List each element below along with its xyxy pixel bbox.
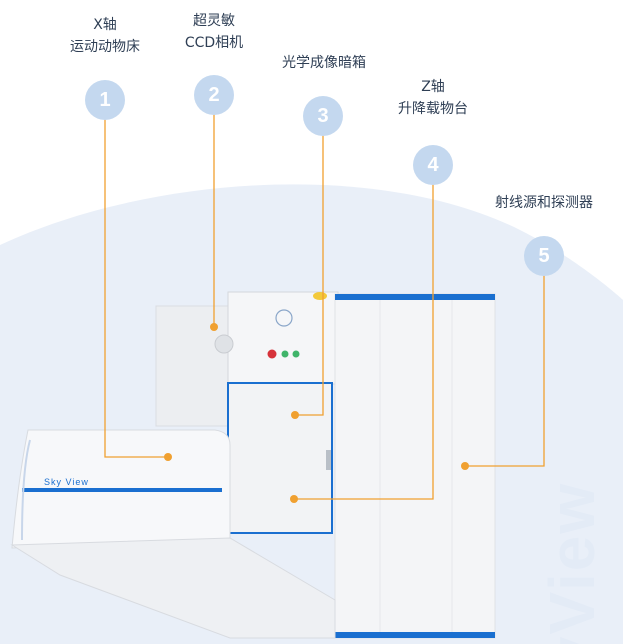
callout-1-line1: X轴 [93, 17, 117, 33]
callout-label-1: X轴 运动动物床 [55, 14, 155, 58]
door-handle [326, 450, 331, 470]
callout-4-line2: 升降载物台 [398, 101, 468, 117]
callout-label-2: 超灵敏 CCD相机 [164, 10, 264, 54]
leader-line-3 [295, 135, 324, 416]
dark-box-door [227, 382, 333, 534]
tower-top-trim [335, 294, 495, 300]
leader-dot-2 [210, 323, 218, 331]
device-brand-label: Sky View [44, 477, 89, 487]
leader-dot-4 [290, 495, 298, 503]
callout-label-4: Z轴 升降载物台 [383, 76, 483, 120]
leader-dot-1 [164, 453, 172, 461]
callout-1-line2: 运动动物床 [70, 39, 140, 55]
status-led-icon [292, 350, 300, 358]
leader-dot-5 [461, 462, 469, 470]
indicator-light [313, 292, 327, 300]
leader-line-1 [104, 117, 168, 458]
leader-line-5 [465, 275, 545, 467]
optical-box-top [227, 291, 339, 385]
callout-label-3: 光学成像暗箱 [264, 52, 384, 74]
power-led-icon [281, 350, 289, 358]
bed-blue-stripe [22, 488, 222, 492]
tower-bottom-trim [335, 632, 495, 638]
callout-label-5: 射线源和探测器 [481, 192, 607, 214]
callout-badge-5[interactable]: 5 [524, 236, 564, 276]
callout-badge-3[interactable]: 3 [303, 96, 343, 136]
back-cabinet [155, 305, 233, 427]
camera-port [214, 334, 234, 354]
brand-watermark: yView [535, 481, 608, 644]
leader-line-4 [294, 183, 434, 500]
callout-4-line1: Z轴 [421, 79, 445, 95]
callout-badge-2[interactable]: 2 [194, 75, 234, 115]
callout-2-line2: CCD相机 [184, 35, 244, 51]
callout-5-line1: 射线源和探测器 [495, 195, 593, 211]
callout-2-line1: 超灵敏 [193, 13, 235, 29]
emergency-button-icon [267, 349, 277, 359]
callout-3-line1: 光学成像暗箱 [282, 55, 366, 71]
callout-badge-4[interactable]: 4 [413, 145, 453, 185]
leader-dot-3 [291, 411, 299, 419]
logo-icon [275, 309, 293, 327]
callout-badge-1[interactable]: 1 [85, 80, 125, 120]
base-platform [10, 537, 336, 639]
